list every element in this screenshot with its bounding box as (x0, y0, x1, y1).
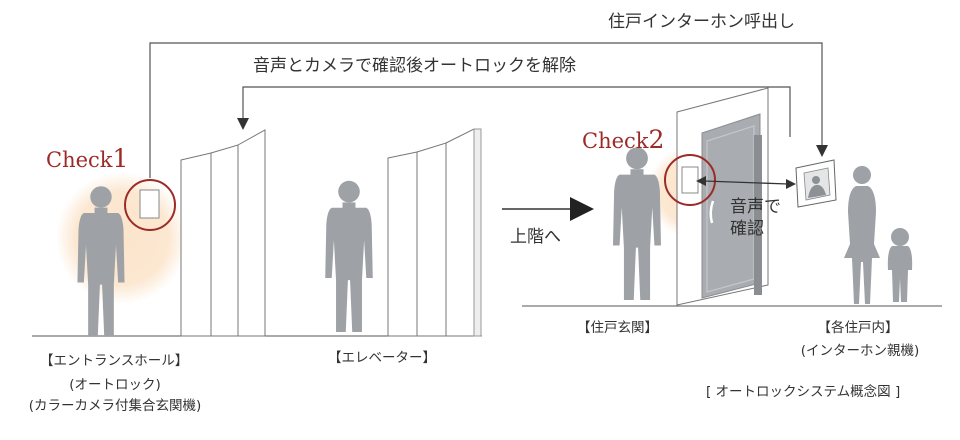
confirm-label-line2: 確認 (730, 219, 764, 239)
resident-figure-woman (844, 166, 880, 304)
confirm-label-line1: 音声で (730, 197, 781, 217)
unlock-flow-line (242, 86, 791, 137)
check1-circle (124, 179, 176, 231)
confirm-arrow-left (696, 176, 706, 186)
each-unit-caption: 【各住戸内】 (817, 320, 899, 336)
unit-front-door (676, 87, 769, 306)
check1-word: Check (46, 148, 113, 172)
upstairs-arrow-head (570, 197, 594, 221)
unlock-label: 音声とカメラで確認後オートロックを解除 (253, 56, 576, 76)
diagram-title: [ オートロックシステム概念図 ] (706, 384, 901, 400)
resident-figure-child (887, 228, 913, 302)
check2-number: 2 (648, 125, 665, 154)
door-intercom-icon (681, 166, 699, 194)
go-upstairs-label: 上階へ (510, 227, 561, 247)
entrance-auto-door (180, 129, 266, 337)
check2-label: Check2 (582, 127, 664, 152)
confirm-arrow-right (786, 179, 796, 189)
check2-word: Check (582, 129, 649, 153)
indoor-monitor-icon (795, 159, 837, 208)
call-flow-line (149, 42, 823, 178)
confirm-arrow-line (703, 180, 789, 185)
elevator-doors (387, 128, 475, 337)
resident-figure-elevator (325, 180, 373, 332)
check2-circle (664, 154, 716, 206)
each-unit-sub-caption: (インターホン親機) (800, 343, 920, 359)
elevator-caption: 【エレベーター】 (328, 350, 436, 366)
unlock-flow-arrowhead (237, 118, 249, 130)
entrance-sub-caption-2: (カラーカメラ付集合玄関機) (28, 398, 202, 414)
elevator-frame (473, 128, 482, 337)
check1-label: Check1 (46, 146, 128, 171)
check1-number: 1 (112, 144, 129, 173)
intercom-call-label: 住戸インターホン呼出し (608, 12, 795, 32)
entrance-hall-caption: 【エントランスホール】 (40, 353, 189, 369)
entrance-sub-caption-1: (オートロック) (69, 377, 161, 393)
call-flow-arrowhead (816, 145, 828, 157)
intercom-panel-icon (139, 189, 160, 219)
unit-entrance-caption: 【住戸玄関】 (577, 320, 658, 336)
